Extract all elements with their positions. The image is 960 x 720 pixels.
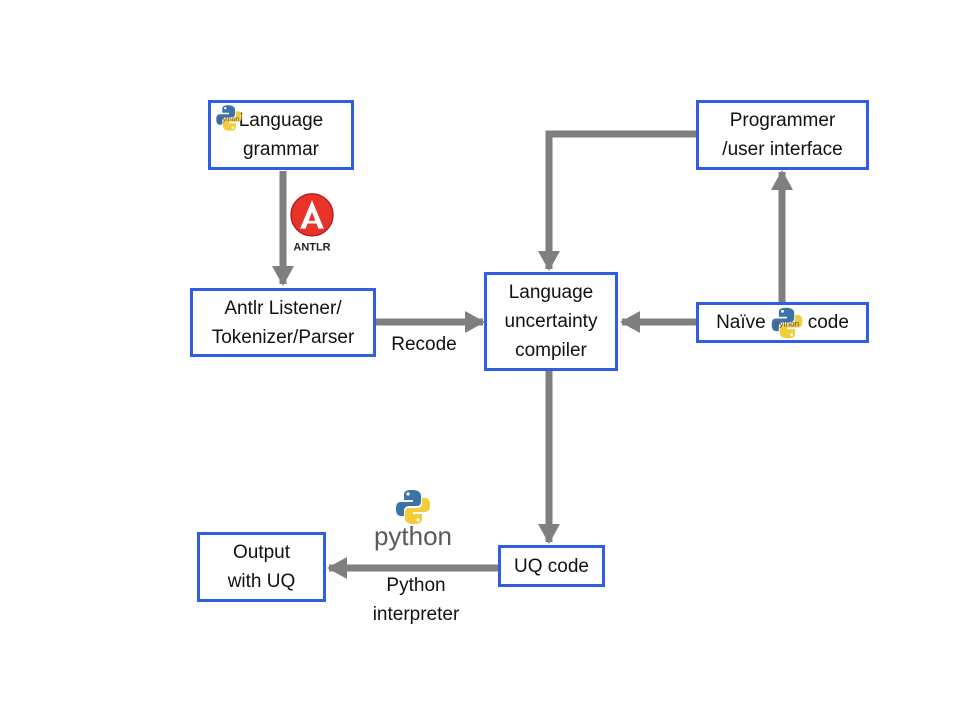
recode-label: Recode — [391, 334, 457, 355]
programmer-interface-box: Programmer /user interface — [696, 100, 869, 170]
antlr-logo-icon: ANTLR — [290, 193, 334, 254]
python-logo-text: python — [374, 521, 452, 551]
language-grammar-label: Language grammar — [238, 110, 324, 160]
language-grammar-box: Language grammar — [208, 100, 354, 170]
programmer-interface-label: Programmer /user interface — [722, 110, 843, 160]
output-with-uq-label: Output with UQ — [227, 542, 296, 592]
python-logo-icon: python — [374, 490, 452, 551]
python-logo-text: python — [219, 116, 240, 123]
antlr-logo-text: ANTLR — [293, 242, 330, 254]
python-logo-text: python — [775, 319, 799, 328]
code-label: code — [807, 312, 849, 333]
python-logo-icon: python — [216, 105, 242, 131]
python-logo-icon: python — [771, 307, 803, 338]
uncertainty-compiler-box: Language uncertainty compiler — [484, 272, 618, 371]
arrow-programmer-to-compiler — [538, 130, 696, 271]
python-interpreter-label: Python interpreter — [372, 575, 460, 625]
uncertainty-compiler-label: Language uncertainty compiler — [504, 282, 598, 361]
output-with-uq-box: Output with UQ — [197, 532, 326, 602]
naive-code-box: Naïve python code — [696, 302, 869, 343]
antlr-listener-box: Antlr Listener/ Tokenizer/Parser — [190, 288, 376, 357]
antlr-listener-label: Antlr Listener/ Tokenizer/Parser — [211, 297, 355, 348]
uq-code-box: UQ code — [498, 545, 605, 587]
naive-label: Naïve — [716, 312, 766, 333]
uq-code-label: UQ code — [514, 555, 589, 577]
